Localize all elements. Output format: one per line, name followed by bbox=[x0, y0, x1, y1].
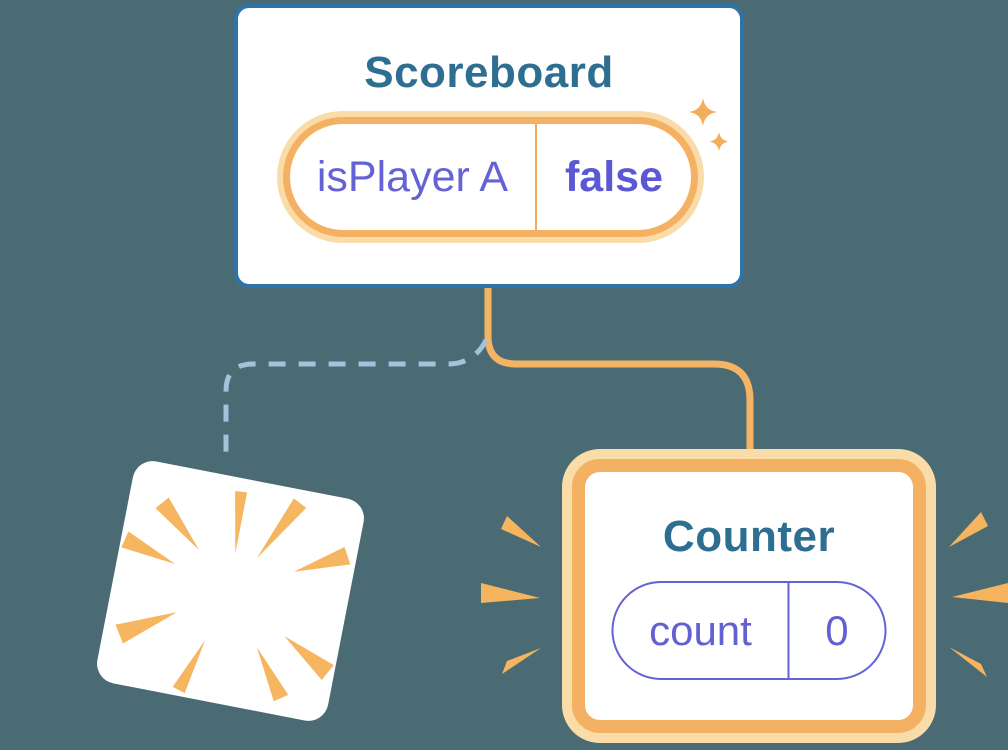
scoreboard-state-pill: isPlayer A false bbox=[283, 117, 698, 237]
pill-divider bbox=[534, 124, 537, 230]
state-key: count bbox=[649, 606, 752, 654]
pill-divider bbox=[787, 583, 790, 678]
state-value-cell: false bbox=[537, 124, 691, 230]
scoreboard-card: Scoreboard isPlayer A false bbox=[234, 4, 744, 288]
counter-state-pill: count 0 bbox=[611, 581, 887, 680]
counter-title: Counter bbox=[662, 512, 836, 561]
state-key-cell: isPlayer A bbox=[290, 124, 535, 230]
destroyed-card bbox=[93, 457, 368, 725]
burst-icon bbox=[115, 491, 351, 702]
state-value: 0 bbox=[825, 606, 849, 654]
sparkle-icon bbox=[689, 98, 729, 152]
state-value-cell: 0 bbox=[789, 583, 884, 678]
connector-dashed-blue bbox=[223, 338, 489, 458]
scoreboard-title: Scoreboard bbox=[364, 48, 614, 97]
emphasis-marks-right-icon bbox=[949, 512, 1008, 677]
counter-card: Counter count 0 bbox=[572, 459, 926, 733]
emphasis-marks-left-icon bbox=[481, 516, 541, 674]
state-value: false bbox=[564, 152, 663, 201]
state-key-cell: count bbox=[614, 583, 788, 678]
state-key: isPlayer A bbox=[316, 152, 509, 201]
connector-solid-orange bbox=[484, 283, 754, 460]
